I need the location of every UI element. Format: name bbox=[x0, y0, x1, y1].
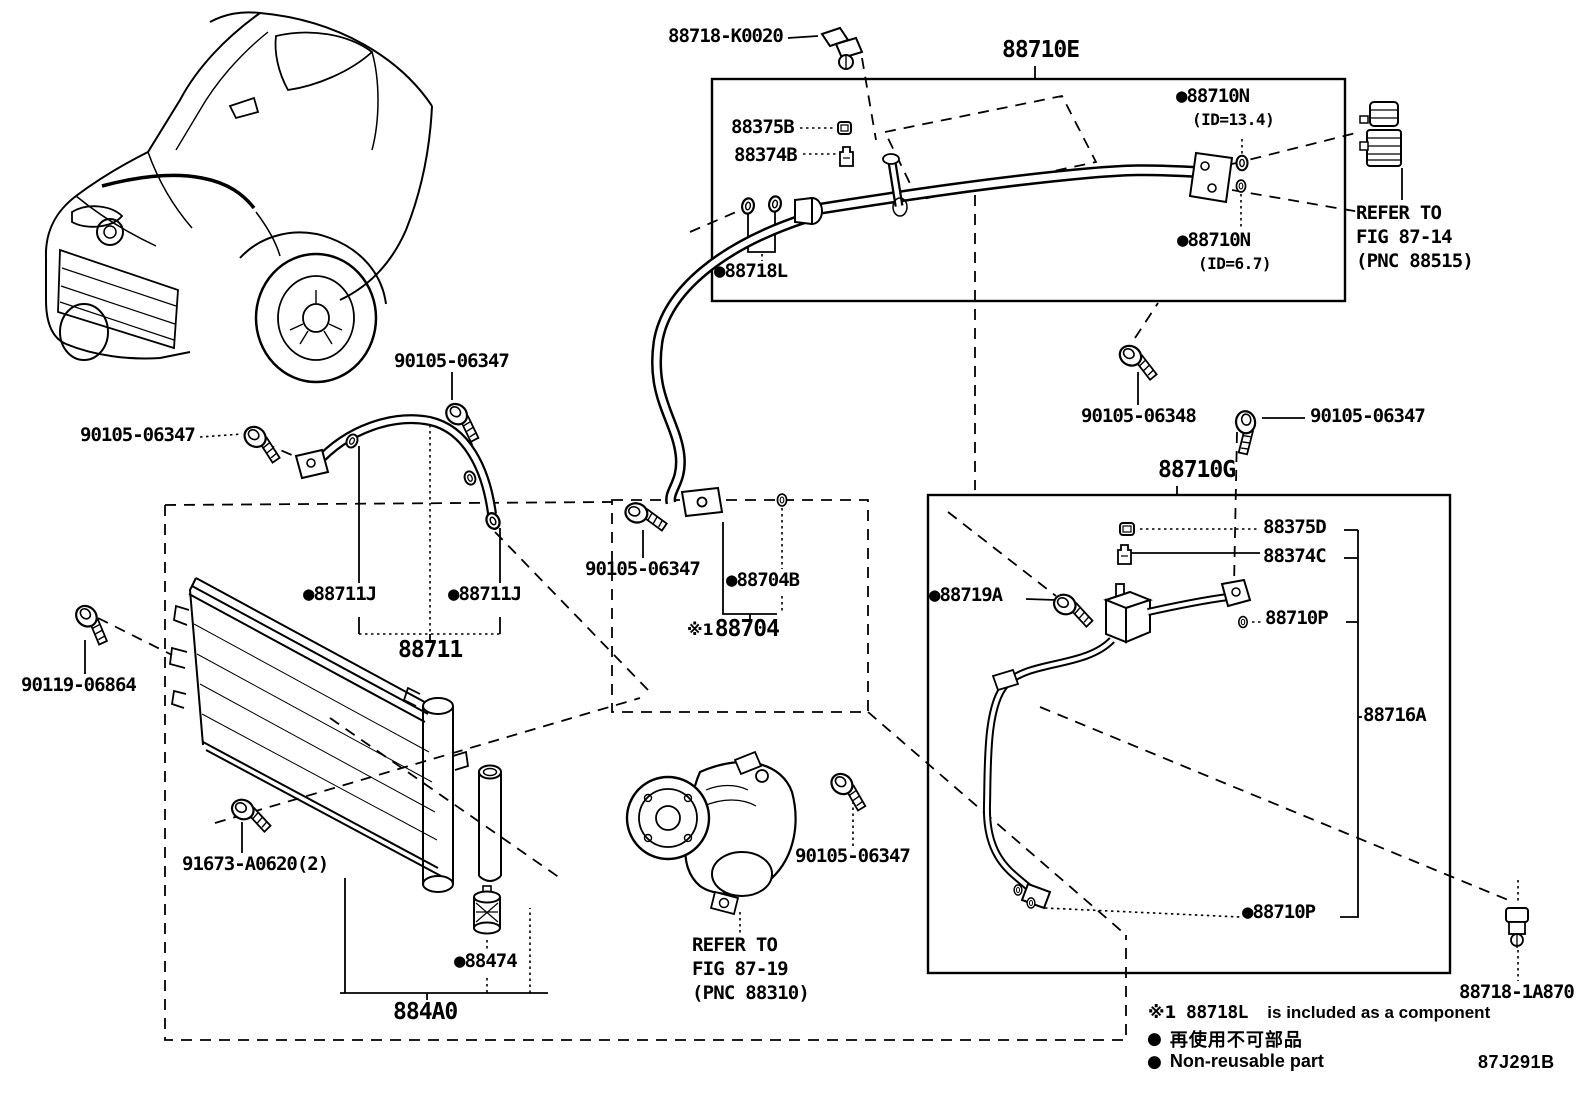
part-label-90105-06347-e: 90105-06347 bbox=[795, 845, 911, 867]
footnote-component: ※1 88718L is included as a component bbox=[1148, 1002, 1490, 1023]
assembly-box-88710E bbox=[710, 77, 1347, 303]
ref-line: (PNC 88310) bbox=[692, 982, 810, 1004]
ref-line: REFER TO bbox=[692, 934, 778, 956]
compressor bbox=[625, 750, 797, 916]
assembly-label-884A0: 884A0 bbox=[393, 999, 458, 1025]
footnote-non-reusable-en: ● Non-reusable part bbox=[1147, 1051, 1324, 1072]
part-label-88710N-1: ●88710N bbox=[1176, 85, 1250, 107]
part-sublabel-id-6-7: (ID=6.7) bbox=[1198, 254, 1272, 273]
ref-line: FIG 87-14 bbox=[1356, 226, 1453, 248]
part-label-88710P-1: 88710P bbox=[1265, 607, 1329, 629]
part-label-88718-K0020: 88718-K0020 bbox=[668, 25, 784, 47]
assembly-label-88710G: 88710G bbox=[1158, 457, 1236, 483]
part-label-90105-06347-c: 90105-06347 bbox=[1310, 405, 1426, 427]
bullet-icon: ● bbox=[1147, 1029, 1162, 1049]
footnote-part-number: 88718L bbox=[1186, 1002, 1249, 1023]
part-label-90105-06347-a: 90105-06347 bbox=[394, 350, 510, 372]
part-label-88711J-1: ●88711J bbox=[303, 583, 377, 605]
ref-line: FIG 87-19 bbox=[692, 958, 789, 980]
part-number: 88704 bbox=[714, 616, 780, 642]
dotted-leaders bbox=[199, 127, 1519, 993]
bullet-icon: ● bbox=[1147, 1051, 1162, 1072]
part-label-90119-06864: 90119-06864 bbox=[21, 674, 137, 696]
part-label-88719A: ●88719A bbox=[929, 584, 1003, 606]
part-label-88716A: 88716A bbox=[1363, 704, 1427, 726]
ref-line: (PNC 88515) bbox=[1356, 250, 1474, 272]
liquid-pipe-assembly bbox=[982, 522, 1252, 910]
part-label-88375B: 88375B bbox=[731, 116, 795, 138]
part-label-90105-06347-b: 90105-06347 bbox=[80, 424, 196, 446]
part-label-88711J-2: ●88711J bbox=[448, 583, 522, 605]
ref-line: REFER TO bbox=[1356, 202, 1442, 224]
part-label-88710N-2: ●88710N bbox=[1177, 229, 1251, 251]
condenser bbox=[169, 577, 502, 935]
footnote-non-reusable-jp: ● 再使用不可部品 bbox=[1147, 1026, 1303, 1052]
body-clamp bbox=[1505, 907, 1529, 948]
part-label-88718L: ●88718L bbox=[714, 260, 788, 282]
part-label-90105-06347-d: 90105-06347 bbox=[585, 558, 701, 580]
part-label-88710P-2: ●88710P bbox=[1242, 901, 1316, 923]
figure-code: 87J291B bbox=[1478, 1052, 1555, 1072]
footnote-marker: ※1 bbox=[687, 619, 714, 639]
part-label-88474: ●88474 bbox=[454, 950, 518, 972]
assembly-label-88711: 88711 bbox=[398, 637, 463, 663]
discharge-hose bbox=[294, 414, 504, 533]
part-label-88704: ※1 88704 bbox=[687, 616, 780, 642]
part-label-88718-1A870: 88718-1A870 bbox=[1459, 981, 1575, 1003]
footnote-text: is included as a component bbox=[1267, 1002, 1491, 1022]
assembly-label-88710E: 88710E bbox=[1002, 37, 1080, 63]
footnote-text-en: Non-reusable part bbox=[1169, 1051, 1324, 1071]
part-label-88375D: 88375D bbox=[1263, 516, 1327, 538]
footnote-text-jp: 再使用不可部品 bbox=[1169, 1030, 1303, 1051]
part-label-88374B: 88374B bbox=[734, 144, 798, 166]
part-label-90105-06348: 90105-06348 bbox=[1081, 405, 1197, 427]
ref-note-fig-87-14: REFER TO FIG 87-14 (PNC 88515) bbox=[1356, 201, 1474, 273]
part-sublabel-id-13-4: (ID=13.4) bbox=[1192, 110, 1275, 129]
leader-lines bbox=[84, 35, 1403, 1000]
part-label-88374C: 88374C bbox=[1263, 545, 1327, 567]
part-label-91673-A0620: 91673-A0620(2) bbox=[182, 853, 329, 875]
cooler-pipe-assembly bbox=[651, 26, 1402, 518]
part-label-88704B: ●88704B bbox=[726, 569, 800, 591]
car-sketch bbox=[44, 11, 433, 384]
ref-note-fig-87-19: REFER TO FIG 87-19 (PNC 88310) bbox=[692, 933, 810, 1005]
assembly-box-88710G bbox=[926, 493, 1452, 975]
footnote-marker: ※1 bbox=[1148, 1002, 1177, 1023]
